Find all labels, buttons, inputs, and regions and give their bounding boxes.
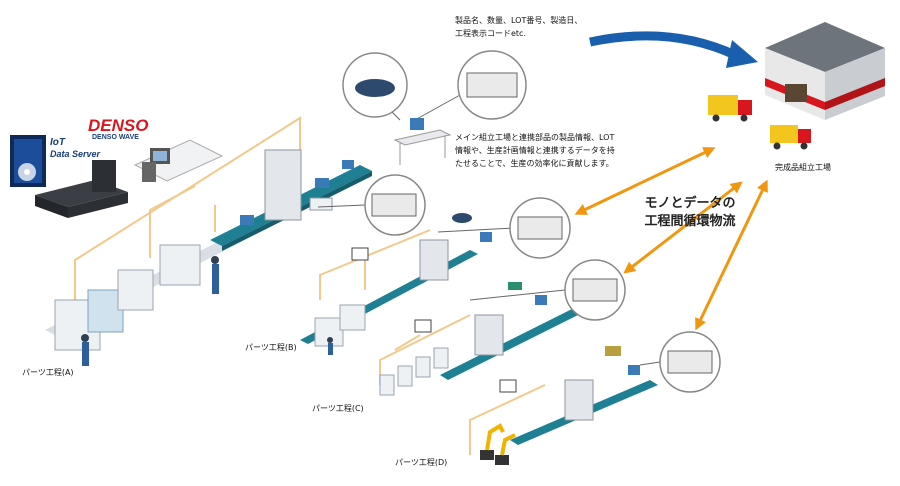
part-station <box>393 118 452 165</box>
data-fields-note: 製品名、数量、LOT番号、製造日、 工程表示コードetc. <box>455 14 655 40</box>
process-b-label: パーツ工程(B) <box>245 343 297 352</box>
data-server-box-icon <box>10 135 46 187</box>
process-a-label: パーツ工程(A) <box>22 368 74 377</box>
process-a-line <box>45 149 372 366</box>
factory-label: 完成品組立工場 <box>775 163 831 172</box>
description-note: メイン組立工場と連携部品の製品情報、LOT 情報や、生産計画情報と連携するデータ… <box>455 131 665 170</box>
label-callouts <box>317 50 721 393</box>
process-c-label: パーツ工程(C) <box>312 404 364 413</box>
denso-logo: DENSO <box>88 116 149 135</box>
truck-icon <box>708 95 811 150</box>
process-c-line <box>379 300 598 396</box>
process-b-line <box>300 239 478 355</box>
process-d-label: パーツ工程(D) <box>395 458 448 467</box>
description-line: たせることで、生産の効率化に貢献します。 <box>455 159 614 168</box>
flow-title-line: 工程間循環物流 <box>644 214 736 229</box>
data-flow-arrowhead <box>726 40 758 68</box>
process-d-line <box>480 379 658 465</box>
data-fields-line: 製品名、数量、LOT番号、製造日、 <box>455 16 583 25</box>
robot-arm-icon <box>480 423 516 465</box>
flow-arrows <box>574 147 768 331</box>
data-fields-line: 工程表示コードetc. <box>455 29 526 38</box>
flow-title: モノとデータの 工程間循環物流 <box>630 195 750 231</box>
flow-title-line: モノとデータの <box>644 196 736 211</box>
industrial-pc-icon <box>35 160 128 218</box>
product-name-line1: IoT <box>50 137 65 148</box>
monitor-icon <box>133 139 224 182</box>
data-flow-arrow <box>589 31 737 60</box>
part-boxes <box>452 213 640 375</box>
description-line: メイン組立工場と連携部品の製品情報、LOT <box>455 133 615 142</box>
warehouse-icon <box>765 22 885 120</box>
description-line: 情報や、生産計画情報と連携するデータを持 <box>455 146 615 155</box>
product-name-line2: Data Server <box>50 149 101 159</box>
denso-wave-logo: DENSO WAVE <box>92 134 139 141</box>
